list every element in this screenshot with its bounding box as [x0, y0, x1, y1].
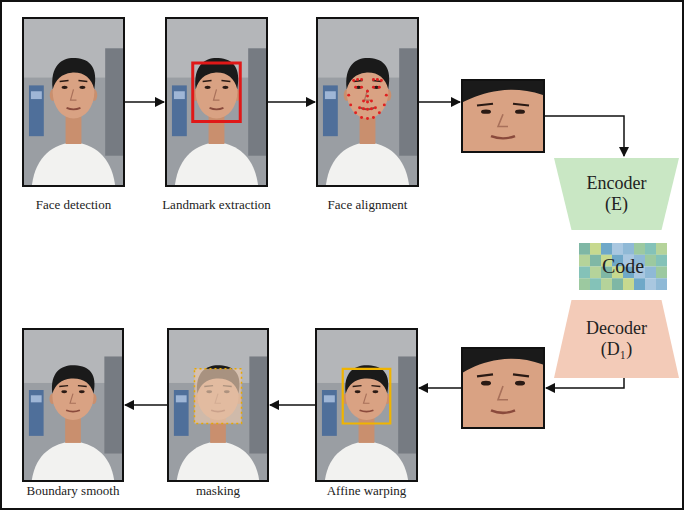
- mosaic-cell: [590, 255, 601, 267]
- mosaic-cell: [645, 278, 656, 290]
- mosaic-cell: [590, 267, 601, 279]
- mosaic-cell: [645, 243, 656, 255]
- code-block: Code: [579, 243, 667, 290]
- photo: [24, 330, 122, 480]
- mosaic-cell: [634, 278, 645, 290]
- crop-frame: [462, 348, 544, 428]
- mosaic-cell: [656, 267, 667, 279]
- mosaic-cell: [612, 278, 623, 290]
- image-frame: Affine warping: [315, 328, 418, 482]
- mosaic-cell: [623, 278, 634, 290]
- mosaic-cell: [601, 278, 612, 290]
- mosaic-cell: [623, 243, 634, 255]
- flow-arrow: [546, 378, 624, 388]
- photo: [167, 19, 266, 185]
- mosaic-cell: [579, 243, 590, 255]
- image-frame: Landmark extraction: [165, 17, 268, 187]
- flow-arrow: [125, 404, 167, 406]
- image-frame: Face alignment: [316, 17, 419, 187]
- mosaic-cell: [579, 267, 590, 279]
- mosaic-cell: [612, 243, 623, 255]
- image-frame: masking: [167, 328, 269, 482]
- mosaic-cell: [601, 243, 612, 255]
- encoder-block: Encoder (E): [554, 158, 679, 230]
- mosaic-cell: [645, 255, 656, 267]
- photo: [318, 19, 417, 185]
- flow-arrow: [125, 101, 164, 103]
- flow-arrow: [418, 101, 460, 103]
- landmark-dots: [347, 78, 388, 120]
- step-caption: Face detection: [36, 197, 111, 212]
- flow-arrow: [270, 404, 315, 406]
- mosaic-cell: [590, 278, 601, 290]
- step-caption: masking: [196, 483, 240, 498]
- mosaic-cell: [656, 243, 667, 255]
- photo: [317, 330, 416, 480]
- mosaic-cell: [645, 267, 656, 279]
- mosaic-cell: [579, 255, 590, 267]
- decoder-block: Decoder (D₁): [554, 300, 679, 378]
- mask-patch: [194, 369, 241, 424]
- block-label: Code: [602, 255, 644, 278]
- mosaic-cell: [656, 255, 667, 267]
- mosaic-cell: [634, 243, 645, 255]
- image-frame: Boundary smooth: [22, 328, 124, 482]
- crop-frame: [462, 80, 544, 152]
- flow-arrow: [268, 101, 315, 103]
- mosaic-cell: [579, 278, 590, 290]
- face-crop: [463, 349, 543, 427]
- image-frame: Face detection: [22, 17, 125, 187]
- flow-arrow: [419, 387, 462, 389]
- step-caption: Boundary smooth: [27, 483, 120, 498]
- mosaic-cell: [590, 243, 601, 255]
- step-caption: Face alignment: [328, 197, 408, 212]
- mosaic-cell: [656, 278, 667, 290]
- photo: [169, 330, 267, 480]
- face-crop: [463, 81, 543, 151]
- step-caption: Landmark extraction: [162, 197, 271, 212]
- trapezoid-fill: [554, 158, 679, 230]
- detection-box: [193, 63, 241, 122]
- photo: [24, 19, 123, 185]
- warp-box: [343, 369, 391, 424]
- step-caption: Affine warping: [327, 483, 407, 498]
- flow-arrow: [544, 116, 624, 156]
- block-label: Decoder (D₁): [577, 318, 657, 359]
- trapezoid-fill: [554, 300, 679, 378]
- block-label: Encoder (E): [577, 173, 657, 214]
